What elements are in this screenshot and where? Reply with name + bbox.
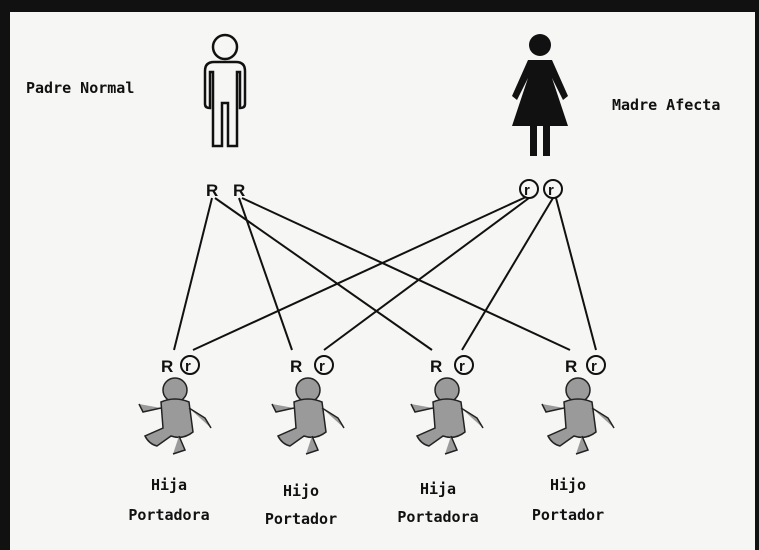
father-label: Padre Normal xyxy=(26,79,135,97)
child-1-label-line2: Portadora xyxy=(128,506,210,524)
child-3-label-line1: Hija xyxy=(419,480,457,498)
child-3-allele-recessive: r xyxy=(459,358,465,375)
child-1-allele-dominant: R xyxy=(161,357,173,376)
child-4-label-line1: Hijo xyxy=(549,476,587,494)
inheritance-lines xyxy=(173,196,597,351)
child-2-allele-recessive: r xyxy=(319,358,325,375)
child-4-allele-dominant: R xyxy=(565,357,577,376)
child-1-allele-recessive: r xyxy=(185,358,191,375)
baby-icon xyxy=(410,377,484,455)
child-2-label-line2: Portador xyxy=(264,510,338,528)
child-2-label-line1: Hijo xyxy=(282,482,320,500)
father-icon xyxy=(203,33,247,148)
child-4-label-line2: Portador xyxy=(531,506,605,524)
baby-figures xyxy=(138,377,615,455)
frame-top-border xyxy=(0,0,759,12)
baby-icon xyxy=(271,377,345,455)
child-4-allele-recessive: r xyxy=(591,358,597,375)
baby-icon xyxy=(138,377,212,455)
child-1-label-line1: Hija xyxy=(150,476,188,494)
baby-icon xyxy=(541,377,615,455)
child-2-allele-dominant: R xyxy=(290,357,302,376)
father-allele-2: R xyxy=(233,181,245,200)
child-3-label-line2: Portadora xyxy=(397,508,479,526)
child-3-allele-dominant: R xyxy=(430,357,442,376)
father-allele-1: R xyxy=(206,181,218,200)
frame-left-border xyxy=(0,0,10,550)
mother-allele-1: r xyxy=(524,182,530,199)
mother-allele-2: r xyxy=(548,182,554,199)
mother-label: Madre Afecta xyxy=(612,96,721,114)
mother-icon xyxy=(512,34,568,156)
frame-right-border xyxy=(755,0,759,550)
